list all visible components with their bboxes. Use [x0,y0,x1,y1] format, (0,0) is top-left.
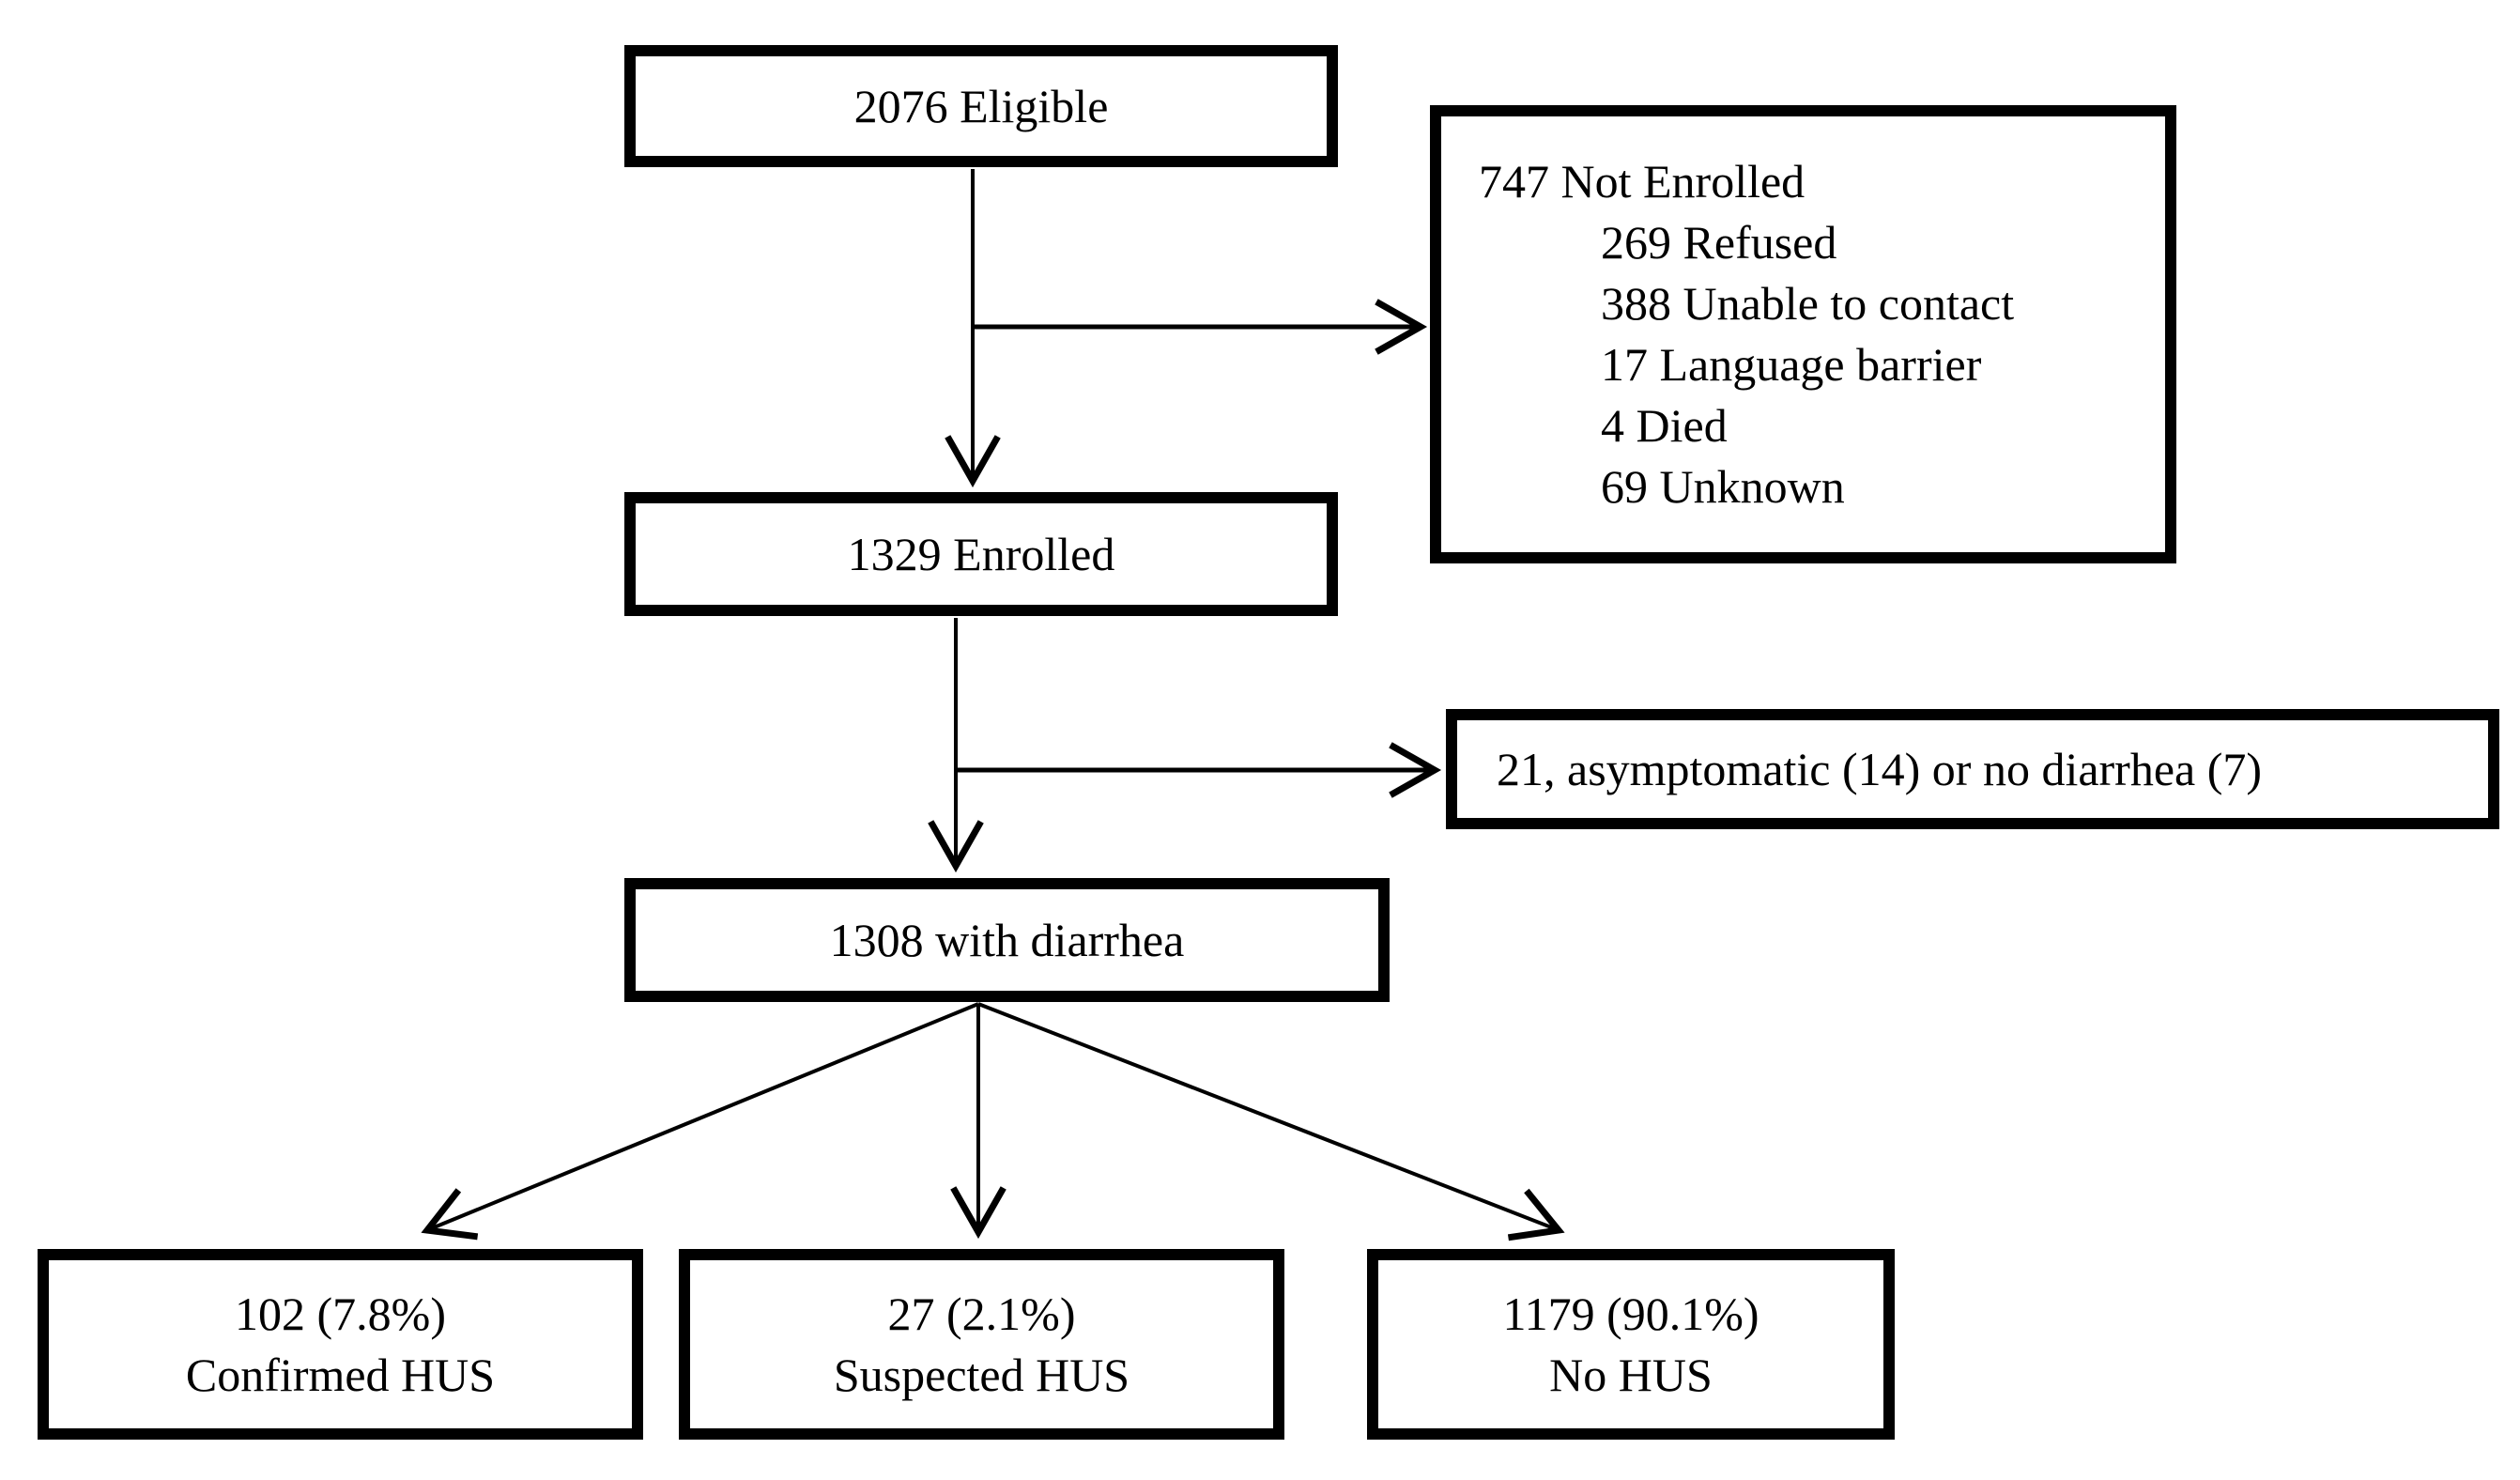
not-enrolled-reason: 4 Died [1601,399,1728,452]
arrow-diarrhea-to-nohus [977,1002,1565,1241]
not-enrolled-reason: 17 Language barrier [1601,338,1982,391]
no-hus-box: 1179 (90.1%) No HUS [1367,1249,1895,1440]
excluded-box: 21, asymptomatic (14) or no diarrhea (7) [1446,709,2499,829]
diarrhea-label: 1308 with diarrhea [829,913,1185,966]
not-enrolled-reason: 69 Unknown [1601,460,1845,513]
not-enrolled-reason: 269 Refused [1601,216,1837,269]
eligible-label: 2076 Eligible [853,79,1109,132]
not-enrolled-reason: 388 Unable to contact [1601,277,2015,330]
confirmed-hus-label: Confirmed HUS [185,1348,496,1401]
enrolled-box: 1329 Enrolled [624,492,1338,616]
enrolled-label: 1329 Enrolled [847,527,1115,580]
no-hus-count: 1179 (90.1%) [1502,1287,1759,1340]
not-enrolled-label: 747 Not Enrolled [1479,155,1805,208]
diarrhea-box: 1308 with diarrhea [624,878,1390,1002]
not-enrolled-box: 747 Not Enrolled 269 Refused 388 Unable … [1430,105,2176,563]
suspected-hus-label: Suspected HUS [833,1348,1130,1401]
suspected-hus-count: 27 (2.1%) [887,1287,1076,1340]
eligible-box: 2076 Eligible [624,45,1338,167]
arrow-diarrhea-to-confirmed [421,1002,979,1241]
confirmed-hus-box: 102 (7.8%) Confirmed HUS [38,1249,643,1440]
no-hus-label: No HUS [1549,1348,1713,1401]
excluded-label: 21, asymptomatic (14) or no diarrhea (7) [1497,742,2263,795]
suspected-hus-box: 27 (2.1%) Suspected HUS [679,1249,1284,1440]
confirmed-hus-count: 102 (7.8%) [235,1287,446,1340]
